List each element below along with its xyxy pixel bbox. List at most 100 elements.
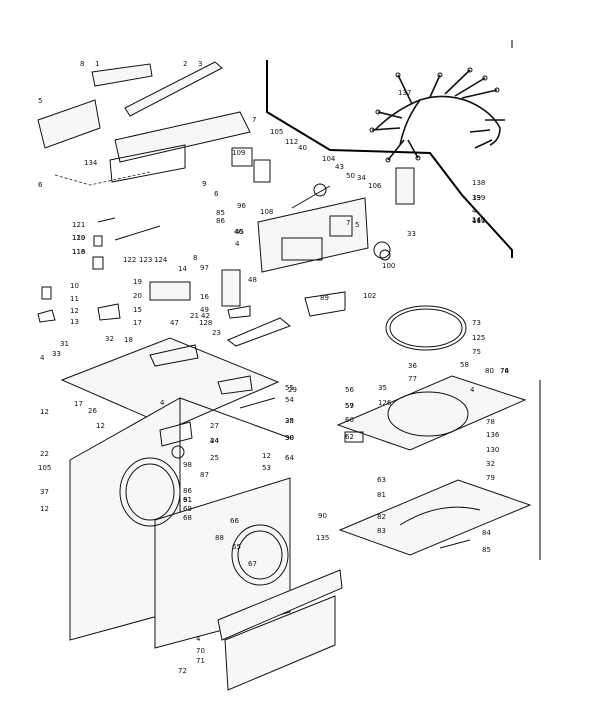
label-8: 8 — [80, 60, 84, 68]
label-47: 47 — [170, 319, 179, 327]
label-86: 86 — [216, 217, 225, 225]
label-1: 1 — [95, 60, 99, 68]
label-137: 137 — [398, 89, 411, 97]
label-32: 32 — [105, 335, 114, 343]
label-80: 80 — [485, 367, 494, 375]
label-36: 36 — [408, 362, 417, 370]
label-4e: 4 — [470, 386, 475, 394]
wiring-harness — [369, 67, 505, 163]
label-3: 3 — [198, 60, 202, 68]
label-85: 85 — [216, 209, 225, 217]
label-2: 2 — [183, 60, 187, 68]
label-106: 106 — [368, 182, 382, 190]
label-49: 49 — [200, 306, 209, 314]
label-125: 125 — [472, 334, 485, 342]
label-46: 46 — [234, 228, 243, 236]
label-50: 50 — [346, 172, 355, 180]
label-75: 75 — [472, 348, 481, 356]
label-136: 136 — [486, 431, 500, 439]
label-88: 88 — [215, 534, 224, 542]
label-23: 23 — [212, 329, 221, 337]
label-54: 54 — [285, 396, 294, 404]
label-64: 64 — [285, 454, 294, 462]
label-56: 56 — [345, 386, 354, 394]
label-140: 140 — [472, 216, 485, 224]
label-66: 66 — [230, 517, 239, 525]
label-98: 98 — [183, 461, 192, 469]
label-112: 112 — [285, 138, 298, 146]
label-48: 48 — [248, 276, 257, 284]
label-135: 135 — [316, 534, 329, 542]
label-123: 123 — [139, 256, 152, 264]
label-87: 87 — [200, 471, 209, 479]
label-85b: 85 — [482, 546, 491, 554]
label-5b: 5 — [355, 221, 359, 229]
label-39: 39 — [472, 194, 481, 202]
label-105b: 105 — [38, 464, 51, 472]
label-6: 6 — [38, 181, 43, 189]
label-42: 42 — [201, 312, 210, 320]
label-116: 116 — [72, 248, 86, 256]
label-86b: 86 — [183, 487, 192, 495]
label-122: 122 — [123, 256, 136, 264]
label-81: 81 — [377, 491, 386, 499]
label-97: 97 — [200, 264, 209, 272]
label-84: 84 — [482, 529, 491, 537]
label-58: 58 — [460, 361, 469, 369]
label-21: 21 — [190, 312, 199, 320]
label-25: 25 — [210, 454, 219, 462]
label-28: 28 — [285, 417, 294, 425]
label-67: 67 — [248, 560, 257, 568]
label-59: 59 — [345, 402, 354, 410]
label-90: 90 — [318, 512, 327, 520]
label-35b: 35 — [285, 417, 294, 425]
label-72: 72 — [178, 667, 187, 675]
label-26: 26 — [88, 407, 97, 415]
label-74: 74 — [500, 367, 509, 375]
label-121: 121 — [72, 221, 85, 229]
label-124: 124 — [154, 256, 168, 264]
label-102: 102 — [363, 292, 376, 300]
label-37: 37 — [40, 488, 49, 496]
label-76: 76 — [500, 367, 509, 375]
label-96: 96 — [237, 202, 246, 210]
label-139: 139 — [472, 194, 485, 202]
harness-inset-border — [266, 40, 541, 560]
label-10: 10 — [70, 282, 79, 290]
label-108: 108 — [260, 208, 273, 216]
label-138: 138 — [472, 179, 485, 187]
label-15: 15 — [133, 306, 142, 314]
label-17: 17 — [133, 319, 142, 327]
label-55: 55 — [285, 384, 294, 392]
label-7: 7 — [252, 116, 256, 124]
label-33b: 33 — [52, 350, 61, 358]
label-8b: 8 — [193, 254, 197, 262]
label-7b: 7 — [346, 219, 350, 227]
label-12e: 12 — [40, 505, 49, 513]
label-73: 73 — [472, 319, 481, 327]
label-12b: 12 — [262, 452, 271, 460]
label-19: 19 — [133, 278, 142, 286]
label-5: 5 — [38, 97, 42, 105]
label-27: 27 — [210, 422, 219, 430]
label-141: 141 — [472, 217, 485, 225]
label-30: 30 — [285, 434, 294, 442]
label-77: 77 — [408, 375, 417, 383]
label-119: 119 — [72, 234, 85, 242]
label-78: 78 — [486, 418, 495, 426]
label-69: 69 — [183, 505, 192, 513]
label-130: 130 — [486, 446, 499, 454]
label-45: 45 — [235, 228, 244, 236]
label-4f: 4 — [196, 635, 201, 643]
label-62: 62 — [345, 433, 354, 441]
label-126: 126 — [378, 399, 392, 407]
tub-cover-assembly — [336, 249, 532, 556]
label-4: 4 — [235, 240, 240, 248]
label-79: 79 — [486, 474, 495, 482]
label-91: 91 — [183, 496, 192, 504]
label-4c: 4 — [472, 207, 477, 215]
small-hardware — [37, 217, 292, 347]
label-57: 57 — [345, 402, 354, 410]
label-31: 31 — [60, 340, 69, 348]
